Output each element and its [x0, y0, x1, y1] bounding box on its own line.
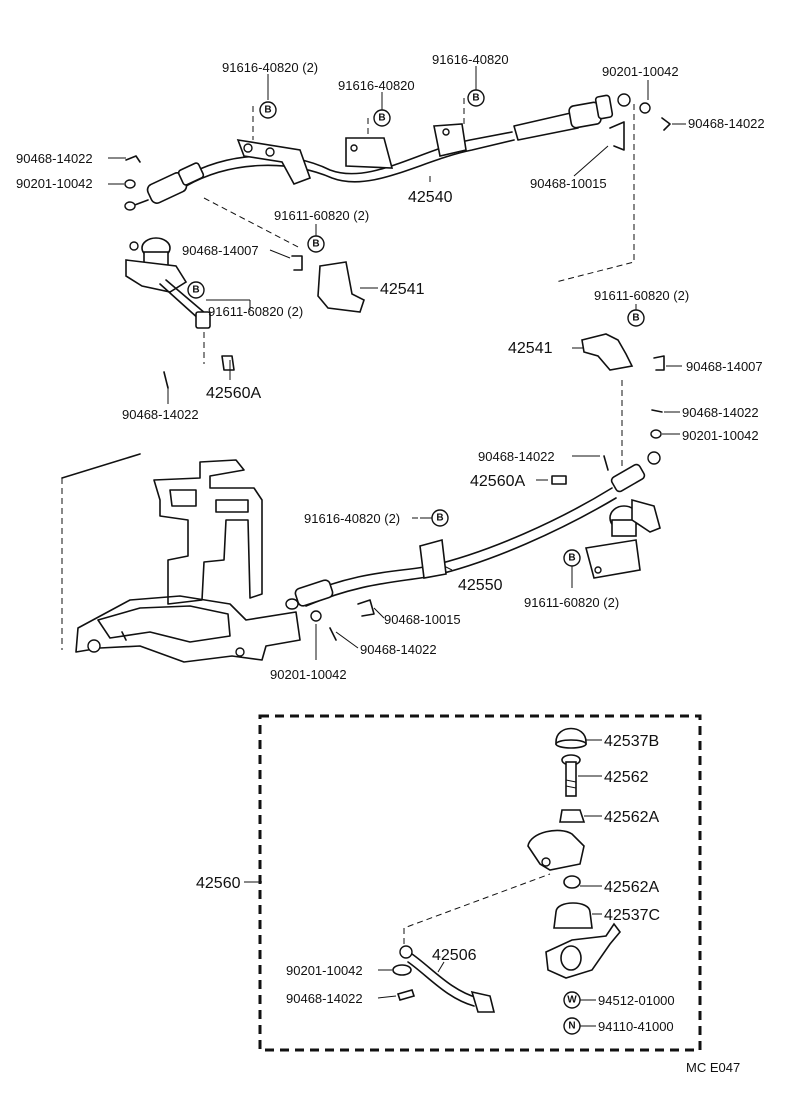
clip-right-1 — [651, 409, 663, 413]
label-91611-60820-c: 91611-60820 (2) — [594, 288, 689, 303]
washer-right-1 — [650, 429, 662, 439]
label-90468-14022-f: 90468-14022 — [360, 642, 437, 657]
label-91616-40820-a: 91616-40820 (2) — [222, 60, 318, 75]
label-42562A-a: 42562A — [604, 809, 659, 826]
dashed-guides-upper — [203, 98, 635, 364]
svg-text:N: N — [568, 1021, 575, 1032]
label-94512-01000: 94512-01000 — [598, 993, 675, 1008]
label-90468-14007-b: 90468-14007 — [686, 359, 763, 374]
label-90468-14022-a: 90468-14022 — [688, 116, 765, 131]
label-90468-10015-b: 90468-10015 — [384, 612, 461, 627]
label-90201-10042-e: 90201-10042 — [286, 963, 363, 978]
label-91611-60820-b: 91611-60820 (2) — [208, 304, 303, 319]
label-90468-14007-a: 90468-14007 — [182, 243, 259, 258]
label-90201-10042-c: 90201-10042 — [682, 428, 759, 443]
svg-text:W: W — [567, 995, 577, 1006]
svg-text:B: B — [378, 113, 385, 124]
footer-code: MC E047 — [686, 1060, 740, 1075]
clip-lower-upper — [163, 371, 169, 389]
symbol-b-8: B — [563, 549, 581, 567]
bracket-right — [433, 123, 467, 157]
bracket-42541-right — [572, 333, 665, 371]
symbol-b-6: B — [627, 309, 645, 327]
symbol-b-4: B — [307, 235, 325, 253]
pin-lower — [329, 627, 337, 641]
label-90468-14022-g: 90468-14022 — [286, 991, 363, 1006]
label-42560A-a: 42560A — [206, 385, 261, 402]
label-42562A-b: 42562A — [604, 879, 659, 896]
label-42537B: 42537B — [604, 733, 659, 750]
label-91616-40820-b: 91616-40820 — [338, 78, 415, 93]
clip-upper-left — [125, 155, 141, 163]
label-42562: 42562 — [604, 769, 649, 786]
label-90201-10042-d: 90201-10042 — [270, 667, 347, 682]
label-91611-60820-d: 91611-60820 (2) — [524, 595, 619, 610]
label-94110-41000: 94110-41000 — [598, 1019, 674, 1034]
clip-lower — [357, 599, 375, 617]
cable-42540 — [124, 93, 631, 211]
svg-text:B: B — [632, 313, 639, 324]
symbol-b-7: B — [431, 509, 449, 527]
bracket-left — [236, 138, 312, 185]
symbol-n: N — [563, 1017, 581, 1035]
transmission-housing — [61, 453, 301, 663]
svg-text:B: B — [568, 553, 575, 564]
washer-upper-left — [124, 179, 136, 189]
label-42560: 42560 — [196, 875, 241, 892]
label-90468-14022-b: 90468-14022 — [16, 151, 93, 166]
lever-assembly-upper — [125, 237, 211, 329]
label-91616-40820-c: 91616-40820 — [432, 52, 509, 67]
washer-lower — [310, 610, 322, 622]
bracket-middle — [345, 137, 394, 169]
symbol-w: W — [563, 991, 581, 1009]
svg-text:B: B — [472, 93, 479, 104]
pin-42560A-lower — [551, 475, 567, 485]
label-91611-60820-a: 91611-60820 (2) — [274, 208, 369, 223]
label-42540: 42540 — [408, 189, 453, 206]
label-42506: 42506 — [432, 947, 477, 964]
label-90201-10042-b: 90201-10042 — [16, 176, 93, 191]
leader-lines-upper — [108, 66, 686, 404]
label-42541-a: 42541 — [380, 281, 425, 298]
label-42560A-b: 42560A — [470, 473, 525, 490]
pin-upper-right — [661, 117, 671, 131]
label-90468-10015-a: 90468-10015 — [530, 176, 607, 191]
label-90468-14022-e: 90468-14022 — [478, 449, 555, 464]
symbol-b-1: B — [259, 101, 277, 119]
symbol-b-5: B — [187, 281, 205, 299]
parts-in-box — [377, 727, 622, 1027]
label-91616-40820-d: 91616-40820 (2) — [304, 511, 400, 526]
bracket-42541-upper — [291, 255, 365, 313]
svg-text:B: B — [264, 105, 271, 116]
svg-text:B: B — [312, 239, 319, 250]
washer-upper-right — [639, 102, 651, 114]
svg-text:B: B — [192, 285, 199, 296]
svg-text:B: B — [436, 513, 443, 524]
label-42541-b: 42541 — [508, 340, 553, 357]
symbol-b-2: B — [373, 109, 391, 127]
label-90468-14022-d: 90468-14022 — [682, 405, 759, 420]
clip-90468-10015 — [609, 121, 625, 151]
symbol-b-3: B — [467, 89, 485, 107]
leader-lines-right — [315, 304, 682, 660]
clip-right-2 — [603, 455, 609, 471]
label-90201-10042-a: 90201-10042 — [602, 64, 679, 79]
label-42550: 42550 — [458, 577, 503, 594]
pin-42560A-upper — [221, 355, 235, 371]
cable-42550 — [285, 451, 661, 610]
part-labels: 91616-40820 (2) 91616-40820 91616-40820 … — [16, 52, 765, 1075]
label-90468-14022-c: 90468-14022 — [122, 407, 199, 422]
assembly-box-42560 — [258, 714, 702, 1052]
lever-assembly-lower — [584, 498, 661, 579]
label-42537C: 42537C — [604, 907, 660, 924]
